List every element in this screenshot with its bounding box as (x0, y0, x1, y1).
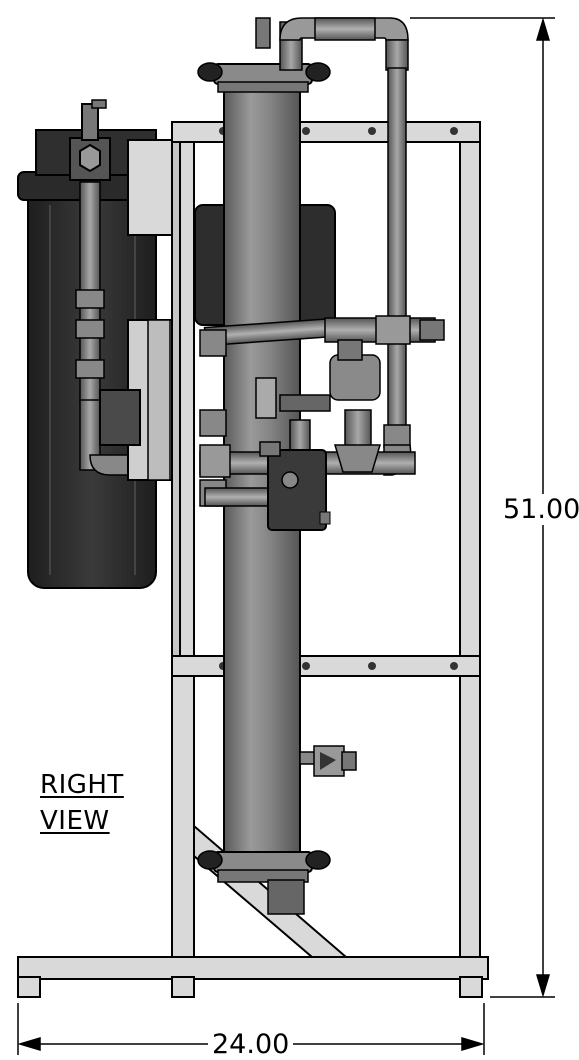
height-dimension-value: 51.00 (503, 494, 579, 525)
width-dimension-value: 24.00 (208, 1031, 294, 1058)
membrane-vessel (197, 62, 331, 915)
filter-head-valve (69, 99, 111, 181)
view-label-line-1: RIGHT (40, 770, 124, 800)
solenoid-control-box (259, 441, 331, 531)
view-label-line-2: VIEW (40, 806, 110, 836)
frame-bolts (219, 127, 458, 670)
drain-valve (299, 745, 357, 777)
